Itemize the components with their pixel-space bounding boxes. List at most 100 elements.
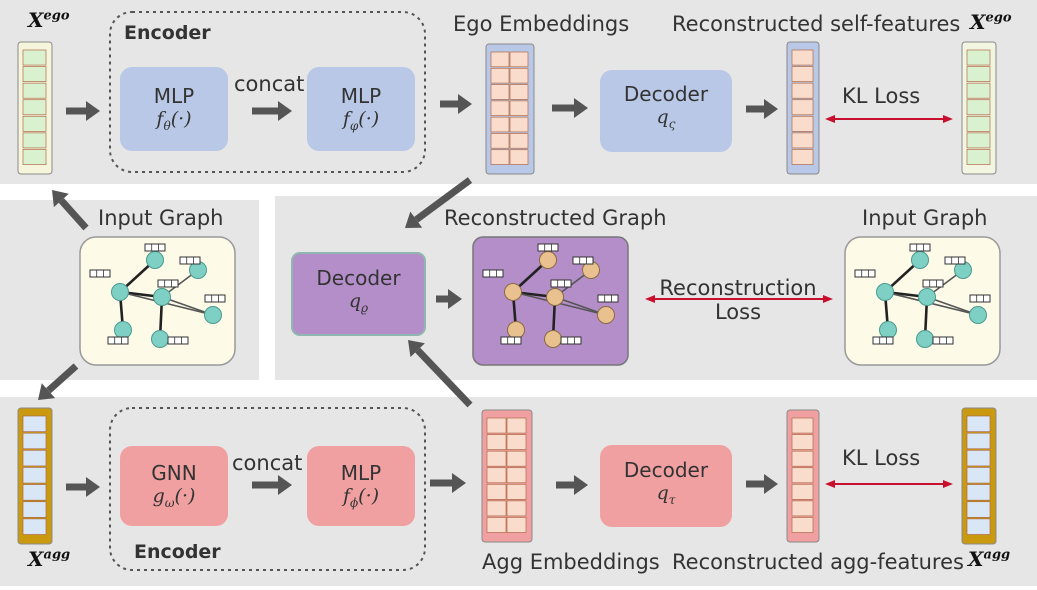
reconstructed-agg-features-vector-cell <box>791 450 814 467</box>
bottom-mlp-title: MLP <box>340 461 382 485</box>
input-graph-left-node <box>153 288 171 306</box>
top-concat-label: concat <box>234 72 305 96</box>
top-mlp1-text: MLP fθ(·) <box>120 84 228 133</box>
reconstructed-graph-node-feature <box>482 269 504 278</box>
reconstructed-graph-node-feature <box>550 279 572 288</box>
bottom-x-agg-label-left: Xagg <box>28 547 71 571</box>
bottom-decoder-fn: qτ <box>656 482 676 507</box>
arrow-agg-embeddings-to-decoder-head <box>574 475 588 495</box>
ego-embeddings-vector-cell <box>509 84 529 100</box>
ego-embeddings-vector-cell <box>509 116 529 133</box>
ego-embeddings-vector-cell <box>509 67 529 84</box>
reconstructed-graph-node-feature <box>537 243 559 252</box>
reconstructed-self-features-vector-cell <box>791 99 814 116</box>
input-graph-left-node <box>111 283 129 301</box>
arrow-agg-embeddings-to-middle-decoder-head <box>408 340 425 358</box>
agg-embeddings-vector-cell <box>506 517 527 533</box>
arrow-middle-decoder-to-graph-head <box>448 289 462 309</box>
x-agg-vector-left-cell <box>22 501 47 518</box>
arrow-mlp1-to-mlp2-head <box>278 101 292 121</box>
agg-embeddings-vector-cell <box>506 417 527 434</box>
reconstructed-agg-features-vector-cell <box>791 434 814 450</box>
bottom-gnn-fn: gω(·) <box>152 485 196 510</box>
arrow-input-graph-to-xego-shaft <box>58 198 89 231</box>
x-agg-vector-right-cell <box>966 484 991 501</box>
agg-embeddings-vector-cell <box>486 500 507 517</box>
input-graph-right-node <box>969 306 987 324</box>
x-agg-vector-right-cell <box>966 467 991 484</box>
top-decoder-title: Decoder <box>623 82 709 106</box>
input-graph-right-label: Input Graph <box>862 206 988 230</box>
arrow-agg-embeddings-to-middle-decoder-shaft <box>415 347 473 408</box>
ego-embeddings-vector-cell <box>490 116 510 133</box>
x-ego-vector-right-cell <box>966 115 991 132</box>
bottom-decoder-text: Decoder qτ <box>600 458 732 507</box>
arrow-input-graph-to-xagg-shaft <box>46 363 79 394</box>
ego-embeddings-vector-cell <box>490 67 510 84</box>
reconstructed-graph-node <box>546 288 564 306</box>
bottom-concat-label: concat <box>232 451 303 475</box>
x-agg-vector-left-cell <box>22 518 47 535</box>
input-graph-right-node-feature <box>909 243 931 252</box>
x-ego-vector-left-cell <box>22 49 47 66</box>
input-graph-right-node <box>916 330 934 348</box>
bottom-kl-loss-label: KL Loss <box>842 446 921 470</box>
arrow-input-graph-to-xagg-head <box>38 383 56 400</box>
bottom-encoder-frame <box>109 407 426 571</box>
x-agg-vector-right-cell <box>966 432 991 450</box>
top-mlp2-box <box>307 67 415 151</box>
input-graph-left-node-feature <box>107 336 129 345</box>
recon-loss-line2: Loss <box>714 300 762 324</box>
recon-loss-label: Reconstruction Loss <box>648 276 828 324</box>
input-graph-left-label: Input Graph <box>98 206 224 230</box>
recon-loss-line1: Reconstruction <box>659 276 817 300</box>
reconstructed-self-features-vector-cell <box>791 115 814 132</box>
middle-decoder-fn: qϱ <box>348 290 369 315</box>
input-graph-right-edge <box>926 296 979 316</box>
x-ego-vector-right-cell <box>966 149 991 165</box>
ego-embeddings-vector-cell <box>490 51 510 68</box>
reconstructed-graph-node-feature <box>572 256 594 265</box>
agg-embeddings-vector-cell <box>506 500 527 517</box>
bottom-mlp-box <box>307 446 415 526</box>
ego-embeddings-vector-cell <box>490 100 510 116</box>
top-kl-loss-label: KL Loss <box>842 84 921 108</box>
x-ego-vector-right-cell <box>966 49 991 66</box>
x-agg-vector-left-cell <box>22 415 47 432</box>
agg-embeddings-vector-cell <box>486 517 507 533</box>
top-decoder-box <box>600 70 732 152</box>
x-agg-vector-right-cell <box>966 415 991 432</box>
x-agg-vector-left-cell <box>22 432 47 450</box>
input-graph-right-node-feature <box>932 336 954 345</box>
x-ego-vector-left-cell <box>22 115 47 132</box>
input-graph-right-node-feature <box>969 294 991 303</box>
x-agg-vector-left-cell <box>22 467 47 484</box>
arrow-xagg-to-encoder-head <box>86 477 100 497</box>
top-x-ego-label-left: Xego <box>28 8 70 32</box>
top-decoder-text: Decoder qς <box>600 82 732 131</box>
middle-decoder-title: Decoder <box>316 266 401 290</box>
reconstructed-graph-node <box>507 321 525 339</box>
agg-embeddings-vector-cell <box>486 450 507 467</box>
top-decoder-fn: qς <box>656 106 676 131</box>
input-graph-left-node-feature <box>157 279 179 288</box>
x-ego-vector-right-cell <box>966 82 991 99</box>
reconstructed-graph-node <box>504 283 522 301</box>
reconstructed-agg-features-vector-cell <box>791 500 814 517</box>
reconstructed-agg-features-vector-cell <box>791 467 814 484</box>
input-graph-left-node-feature <box>89 269 111 278</box>
agg-embeddings-vector-cell <box>486 467 507 484</box>
ego-embeddings-vector-cell <box>490 84 510 100</box>
arrow-input-graph-to-xego-head <box>52 190 69 208</box>
middle-decoder-text: Decoder qϱ <box>292 266 425 315</box>
ego-embeddings-vector-cell <box>509 100 529 116</box>
top-mlp2-text: MLP fφ(·) <box>307 84 415 133</box>
bottom-gnn-text: GNN gω(·) <box>120 461 228 510</box>
input-graph-left-node <box>204 306 222 324</box>
arrow-ego-embeddings-to-decoder-head <box>574 98 588 118</box>
bottom-encoder-label: Encoder <box>134 541 221 563</box>
bottom-gnn-title: GNN <box>151 461 197 485</box>
input-graph-right-node-feature <box>922 279 944 288</box>
input-graph-right-node-feature <box>854 269 876 278</box>
